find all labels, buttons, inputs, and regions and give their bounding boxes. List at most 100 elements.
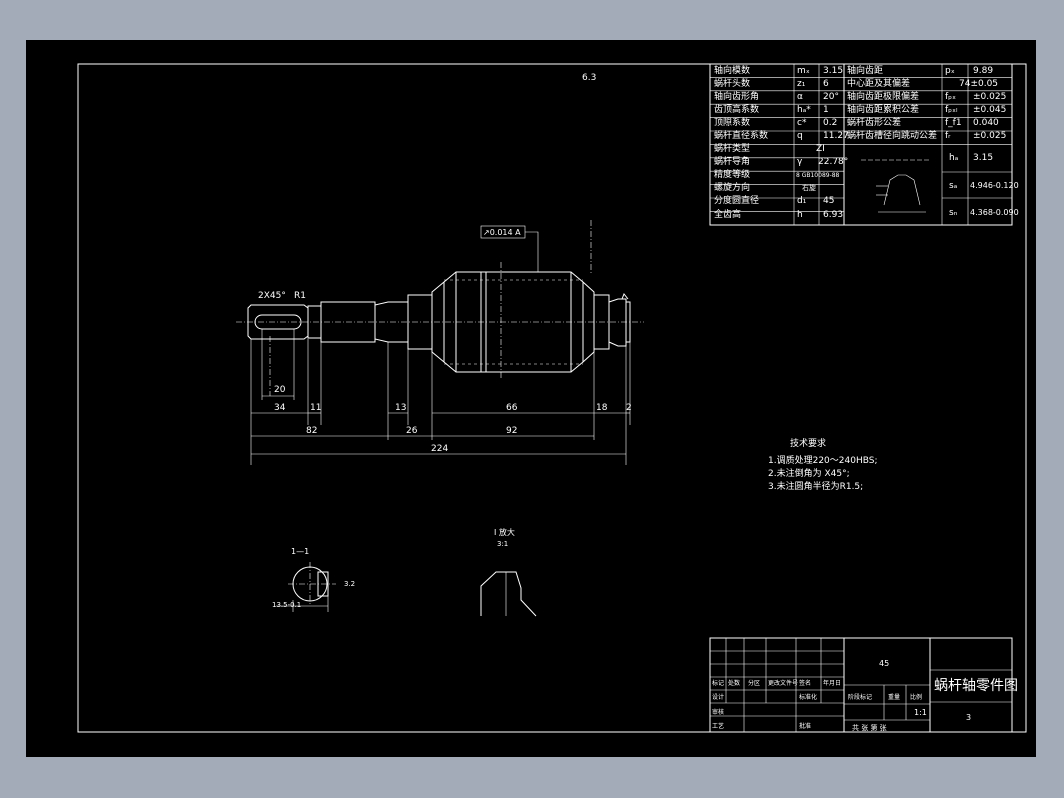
tb-label-approve: 批准 xyxy=(799,722,811,730)
tb-label-change: 更改文件号 xyxy=(768,679,798,687)
pt-l0-sym: mₓ xyxy=(797,66,810,76)
pt-r1-val: 74±0.05 xyxy=(959,79,998,89)
pt-l8-label: 精度等级 xyxy=(714,168,750,180)
pt-l10-sym: d₁ xyxy=(797,196,807,206)
pt-l5-label: 蜗杆直径系数 xyxy=(714,129,768,141)
pt-l1-val: 6 xyxy=(823,79,829,89)
pt-l7-label: 蜗杆导角 xyxy=(714,155,750,167)
pt-l3-val: 1 xyxy=(823,105,829,115)
pt-lo2-sym: sₙ xyxy=(949,208,958,218)
dim-13: 13 xyxy=(395,403,406,413)
tb-label-date: 年月日 xyxy=(823,679,841,687)
tb-label-count: 处数 xyxy=(728,679,740,687)
pt-lo1-sym: sₐ xyxy=(949,181,957,191)
pt-l2-sym: α xyxy=(797,92,803,102)
radius-note: R1 xyxy=(294,291,306,301)
pt-l4-label: 顶隙系数 xyxy=(714,116,750,128)
section-roughness: 3.2 xyxy=(344,580,355,588)
pt-l1-label: 蜗杆头数 xyxy=(714,77,750,89)
tb-label-zone: 分区 xyxy=(748,679,760,687)
dimension-lines xyxy=(250,329,631,465)
pt-l10-val: 45 xyxy=(823,196,834,206)
pt-r2-sym: fₚₓ xyxy=(945,92,956,102)
tb-label-standard: 标准化 xyxy=(799,693,817,701)
detail-scale: 3:1 xyxy=(497,540,508,548)
pt-l6-val: ZI xyxy=(816,144,825,154)
tolerance-text: ↗0.014 A xyxy=(483,228,521,237)
pt-r2-label: 轴向齿距极限偏差 xyxy=(847,90,919,102)
title-block xyxy=(709,637,1013,733)
tb-label-sign: 签名 xyxy=(799,679,811,687)
pt-l6-label: 蜗杆类型 xyxy=(714,142,750,154)
pt-r0-label: 轴向齿距 xyxy=(847,64,883,76)
dim-92: 92 xyxy=(506,426,517,436)
pt-l2-label: 轴向齿形角 xyxy=(714,90,759,102)
pt-l4-val: 0.2 xyxy=(823,118,837,128)
pt-l5-sym: q xyxy=(797,131,803,141)
section-width: 13.5-0.1 xyxy=(272,601,301,609)
tech-req-title: 技术要求 xyxy=(790,437,826,449)
pt-lo0-sym: hₐ xyxy=(949,153,958,163)
dim-2: 2 xyxy=(626,403,632,413)
dim-11: 11 xyxy=(310,403,321,413)
dim-20: 20 xyxy=(274,385,286,395)
pt-l8-val: 8 GB10089-88 xyxy=(796,172,840,179)
pt-r1-label: 中心距及其偏差 xyxy=(847,77,910,89)
tech-req-1: 1.调质处理220～240HBS; xyxy=(768,454,877,466)
pt-r5-label: 蜗杆齿槽径向跳动公差 xyxy=(847,129,937,141)
pt-l7-sym: γ xyxy=(797,157,803,167)
pt-r5-val: ±0.025 xyxy=(973,131,1006,141)
dim-26: 26 xyxy=(406,426,418,436)
pt-l9-label: 螺旋方向 xyxy=(714,181,750,193)
section-label: 1—1 xyxy=(291,547,309,556)
pt-l4-sym: c* xyxy=(797,118,807,128)
pt-r3-label: 轴向齿距累积公差 xyxy=(847,103,919,115)
dim-82: 82 xyxy=(306,426,317,436)
pt-l5-val: 11.27 xyxy=(823,131,849,141)
pt-l0-label: 轴向模数 xyxy=(714,64,750,76)
tb-label-review: 审核 xyxy=(712,708,724,716)
dim-224: 224 xyxy=(431,444,448,454)
center-lines xyxy=(236,220,644,396)
dim-18: 18 xyxy=(596,403,608,413)
pt-l10-label: 分度圆直径 xyxy=(714,194,759,206)
pt-l2-val: 20° xyxy=(823,92,839,102)
pt-l3-sym: hₐ* xyxy=(797,105,811,115)
pt-lo0-val: 3.15 xyxy=(973,153,993,163)
material: 45 xyxy=(879,659,889,668)
pt-r4-val: 0.040 xyxy=(973,118,999,128)
pt-l1-sym: z₁ xyxy=(797,79,806,89)
drawing-title: 蜗杆轴零件图 xyxy=(934,678,1018,694)
pt-r2-val: ±0.025 xyxy=(973,92,1006,102)
sheet-number: 3 xyxy=(966,713,971,722)
dim-66: 66 xyxy=(506,403,518,413)
pt-r0-sym: pₓ xyxy=(945,66,955,76)
pt-r4-label: 蜗杆齿形公差 xyxy=(847,116,901,128)
section-1-1: 1—1 13.5-0.1 3.2 xyxy=(272,547,355,612)
tech-req-2: 2.未注倒角为 X45°; xyxy=(768,467,850,479)
pt-lo1-val: 4.946-0.120 xyxy=(970,181,1019,190)
pt-l11-label: 全齿高 xyxy=(714,208,741,220)
tb-label-scale: 比例 xyxy=(910,693,922,701)
geometric-tolerance-frame: ↗0.014 A xyxy=(480,225,539,272)
param-table xyxy=(709,63,1013,226)
dim-34: 34 xyxy=(274,403,286,413)
pt-r4-sym: f_f1 xyxy=(945,118,962,128)
pt-l11-val: 6.93 xyxy=(823,210,843,220)
tb-label-mark: 标记 xyxy=(712,679,724,687)
inner-frame xyxy=(77,63,1027,733)
pt-l3-label: 齿顶高系数 xyxy=(714,103,759,115)
tb-label-weight: 重量 xyxy=(888,693,900,701)
sheet-count: 共 张 第 张 xyxy=(852,723,887,732)
detail-label: I 放大 xyxy=(494,527,515,537)
detail-view-I: I 放大 3:1 xyxy=(480,527,537,617)
tb-label-process: 工艺 xyxy=(712,722,724,730)
pt-r3-val: ±0.045 xyxy=(973,105,1006,115)
pt-r0-val: 9.89 xyxy=(973,66,993,76)
tech-req-3: 3.未注圆角半径为R1.5; xyxy=(768,480,863,492)
tb-label-stage: 阶段标记 xyxy=(848,693,872,701)
tb-label-design: 设计 xyxy=(712,693,724,701)
scale-value: 1:1 xyxy=(914,708,927,717)
chamfer-note: 2X45° xyxy=(258,291,286,301)
pt-l7-val: 22.78° xyxy=(818,157,848,167)
